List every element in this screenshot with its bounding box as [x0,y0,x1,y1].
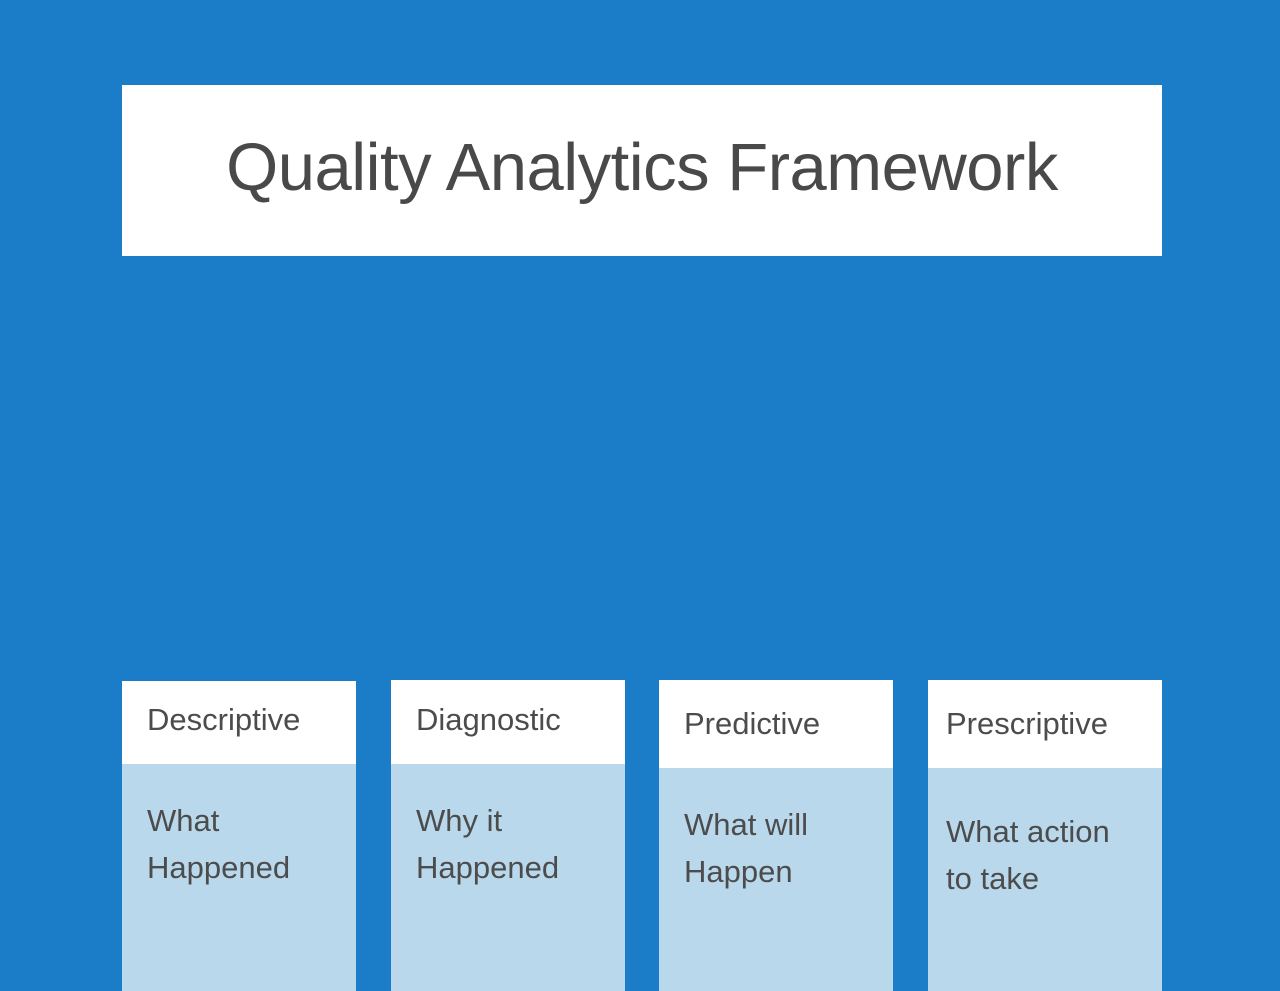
analytics-card-descriptive[interactable]: Descriptive What Happened [122,681,356,991]
analytics-card-prescriptive[interactable]: Prescriptive What action to take [928,680,1162,991]
card-body-label: What will Happen [684,807,809,890]
slide-canvas: Quality Analytics Framework Descriptive … [122,85,1162,991]
card-header-predictive: Predictive [659,680,893,768]
card-body-predictive: What will Happen [659,768,893,895]
card-header-descriptive: Descriptive [122,681,356,764]
card-body-diagnostic: Why it Happened [391,764,625,891]
card-header-diagnostic: Diagnostic [391,680,625,764]
card-body-descriptive: What Happened [122,764,356,891]
card-header-label: Predictive [684,705,821,741]
card-body-label: What action to take [946,814,1110,897]
card-body-label: What Happened [147,803,291,886]
card-header-prescriptive: Prescriptive [928,680,1162,768]
analytics-card-row: Descriptive What Happened Diagnostic Why… [122,340,1162,991]
card-header-label: Diagnostic [416,701,561,737]
card-header-label: Prescriptive [946,705,1108,741]
analytics-card-diagnostic[interactable]: Diagnostic Why it Happened [391,680,625,991]
analytics-card-predictive[interactable]: Predictive What will Happen [659,680,893,991]
card-body-prescriptive: What action to take [928,768,1162,902]
card-body-label: Why it Happened [416,803,560,886]
page-title: Quality Analytics Framework [226,130,1058,205]
title-banner: Quality Analytics Framework [122,85,1162,256]
